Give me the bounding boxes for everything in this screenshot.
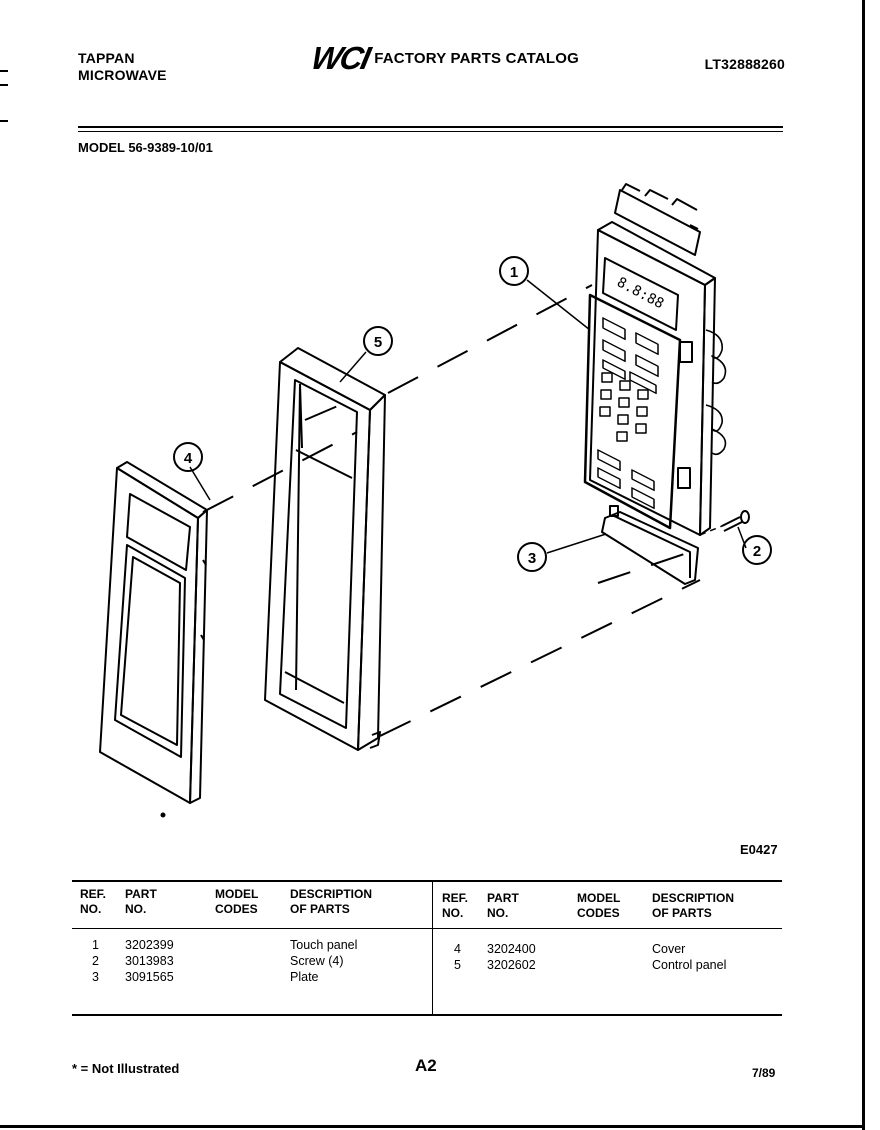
cover-part	[99, 461, 208, 804]
header-part-no: PART NO.	[487, 891, 519, 920]
catalog-number: LT32888260	[704, 56, 785, 72]
callout-4: 4	[173, 442, 203, 472]
scan-mark	[0, 84, 8, 86]
header-rule	[78, 126, 783, 128]
page-border-right	[862, 0, 865, 1130]
table-bottom-rule	[72, 1014, 782, 1016]
brand-block: TAPPAN MICROWAVE	[78, 50, 167, 84]
header-ref-no: REF. NO.	[442, 891, 469, 920]
header-description: DESCRIPTION OF PARTS	[290, 887, 373, 916]
header-ref-no: REF. NO.	[80, 887, 107, 916]
header-description: DESCRIPTION OF PARTS	[652, 891, 735, 920]
svg-text:5: 5	[374, 334, 382, 351]
scan-mark	[0, 120, 8, 122]
table-header: REF. NO. PART NO. MODEL CODES DESCRIPTIO…	[80, 880, 430, 917]
svg-text:8.8:88: 8.8:88	[614, 274, 666, 312]
scan-mark	[0, 70, 8, 72]
header-model-codes: MODEL CODES	[577, 891, 621, 920]
parts-table: REF. NO. PART NO. MODEL CODES DESCRIPTIO…	[72, 880, 782, 1016]
catalog-heading: WCI FACTORY PARTS CATALOG	[308, 40, 579, 76]
svg-text:2: 2	[753, 543, 761, 560]
figure-code: E0427	[740, 842, 778, 857]
parts-table-left: REF. NO. PART NO. MODEL CODES DESCRIPTIO…	[80, 880, 430, 985]
catalog-title: FACTORY PARTS CATALOG	[374, 49, 579, 67]
callout-1: 1	[499, 256, 529, 286]
header-model-codes: MODEL CODES	[215, 887, 259, 916]
control-panel-frame-part	[264, 347, 386, 751]
brand-name: TAPPAN	[78, 50, 135, 66]
svg-text:3: 3	[528, 550, 536, 567]
alignment-lines	[202, 284, 701, 737]
callout-3: 3	[517, 542, 547, 572]
table-top-rule	[72, 880, 782, 882]
wci-logo: WCI	[308, 40, 373, 76]
screw-part	[721, 510, 750, 532]
plate-part	[601, 505, 699, 585]
callout-2: 2	[742, 535, 772, 565]
table-row: 3 3091565 Plate	[92, 970, 319, 984]
table-header: REF. NO. PART NO. MODEL CODES DESCRIPTIO…	[442, 884, 792, 921]
table-row: 5 3202602 Control panel	[454, 958, 727, 972]
touch-panel-part: 8.8:88	[583, 183, 727, 536]
table-row: 2 3013983 Screw (4)	[92, 954, 344, 968]
table-header-rule	[72, 928, 782, 929]
page-number: A2	[415, 1056, 437, 1075]
table-divider	[432, 882, 433, 1014]
callout-5: 5	[363, 326, 393, 356]
header-part-no: PART NO.	[125, 887, 157, 916]
table-row: 4 3202400 Cover	[454, 942, 686, 956]
page-border-bottom	[0, 1125, 865, 1128]
revision-date: 7/89	[752, 1066, 776, 1080]
svg-text:1: 1	[510, 264, 518, 281]
not-illustrated-note: * = Not Illustrated	[72, 1061, 180, 1076]
table-row: 1 3202399 Touch panel	[92, 938, 358, 952]
product-type: MICROWAVE	[78, 67, 167, 83]
svg-text:4: 4	[184, 450, 193, 467]
exploded-parts-diagram: 8.8:88	[99, 183, 772, 818]
header-rule-thin	[78, 131, 783, 132]
model-number: MODEL 56-9389-10/01	[78, 140, 213, 155]
parts-table-right: REF. NO. PART NO. MODEL CODES DESCRIPTIO…	[442, 884, 792, 973]
